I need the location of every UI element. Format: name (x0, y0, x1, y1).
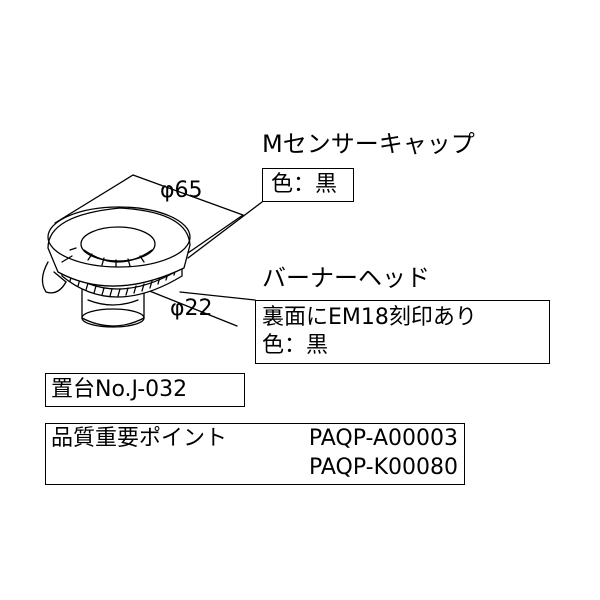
burner-head-body (81, 289, 145, 328)
quality-point-code: PAQP-A00003 (308, 426, 458, 451)
dim-65-extension-right (184, 214, 244, 256)
dim-65-line (132, 174, 244, 216)
sensor-cap-color: 色：黒 (271, 172, 338, 197)
dim-22-leader (146, 289, 238, 327)
burner-head-leader (179, 291, 256, 301)
stand-number: 置台No.J-032 (51, 377, 188, 402)
burner-head-name: バーナーヘッド (262, 264, 430, 292)
quality-points-label: 品質重要ポイント (51, 426, 228, 451)
sensor-cap-color-box: 色：黒 (262, 168, 354, 202)
burner-head-color: 色：黒 (262, 333, 329, 358)
sensor-cap-leader (187, 201, 263, 259)
dimension-outer-diameter: φ65 (160, 178, 203, 203)
quality-points-box: 品質重要ポイント PAQP-A00003 PAQP-K00080 (45, 423, 465, 485)
center-opening (80, 226, 156, 268)
dim-65-extension-left (54, 174, 134, 224)
stand-number-box: 置台No.J-032 (45, 373, 245, 407)
dimension-inner-diameter: φ22 (170, 296, 213, 321)
sensor-cap-name: Mセンサーキャップ (262, 130, 475, 158)
quality-point-code: PAQP-K00080 (309, 455, 458, 480)
burner-head-marking: 裏面にEM18刻印あり (262, 305, 477, 330)
cap-surface-marks (61, 247, 77, 263)
burner-head-info-box: 裏面にEM18刻印あり 色：黒 (255, 300, 550, 364)
